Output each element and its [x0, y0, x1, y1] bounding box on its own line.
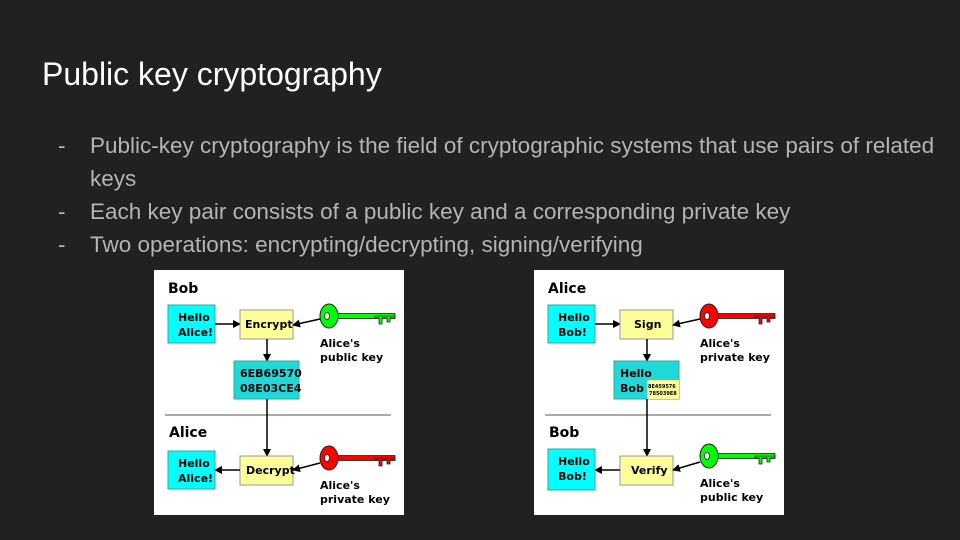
plaintext-line: Hello — [178, 311, 210, 324]
bullet-item: -Each key pair consists of a public key … — [58, 195, 938, 228]
arrow — [292, 318, 321, 328]
sender-label: Alice — [548, 281, 586, 297]
key-label: Alice's — [700, 477, 740, 490]
public-key-icon — [699, 443, 776, 469]
plaintext-box — [167, 450, 216, 490]
signed-line: Hello — [620, 367, 652, 380]
plaintext-line: Hello — [558, 311, 590, 324]
encrypt-label: Encrypt — [245, 318, 293, 331]
bullet-item: -Two operations: encrypting/decrypting, … — [58, 228, 938, 261]
sign-box — [619, 309, 674, 340]
signature-line: 8E459576 — [648, 384, 676, 390]
decrypt-label: Decrypt — [246, 464, 295, 477]
bullet-marker: - — [58, 199, 66, 224]
arrow — [672, 461, 701, 472]
receiver-label: Alice — [169, 425, 207, 441]
verify-label: Verify — [631, 464, 668, 477]
signing-diagram: Alice Hello Bob! Sign Alice's private ke… — [534, 270, 784, 515]
private-key-icon — [699, 303, 776, 329]
plaintext-line: Alice! — [178, 472, 213, 485]
plaintext-box — [547, 448, 596, 491]
sign-label: Sign — [634, 318, 661, 331]
plaintext-line: Bob! — [558, 470, 587, 483]
plaintext-box — [167, 304, 216, 344]
bullet-text: Public-key cryptography is the field of … — [90, 133, 935, 191]
receiver-label: Bob — [549, 425, 579, 441]
key-label: private key — [320, 493, 390, 506]
ciphertext-line: 6EB69570 — [240, 367, 302, 380]
ciphertext-line: 08E03CE4 — [240, 382, 302, 395]
verify-box — [619, 455, 674, 486]
public-key-icon — [319, 303, 396, 329]
bullet-item: -Public-key cryptography is the field of… — [58, 129, 938, 195]
key-label: Alice's — [700, 337, 740, 350]
sender-label: Bob — [168, 281, 198, 297]
key-label: public key — [700, 491, 763, 504]
key-label: public key — [320, 351, 383, 364]
bullet-text: Two operations: encrypting/decrypting, s… — [90, 232, 643, 257]
private-key-icon — [319, 445, 396, 471]
arrow — [672, 318, 701, 328]
key-label: private key — [700, 351, 770, 364]
key-label: Alice's — [320, 337, 360, 350]
slide-title: Public key cryptography — [42, 56, 382, 92]
bullet-marker: - — [58, 133, 66, 158]
bullet-marker: - — [58, 232, 66, 257]
signature-box — [647, 380, 679, 399]
plaintext-line: Hello — [558, 455, 590, 468]
bullet-text: Each key pair consists of a public key a… — [90, 199, 791, 224]
encryption-diagram: Bob Hello Alice! Encrypt Alice's public … — [154, 270, 404, 515]
encrypt-box — [239, 309, 294, 340]
arrow — [292, 462, 321, 473]
signed-line: Bob — [620, 382, 644, 395]
ciphertext-box — [233, 360, 300, 400]
bullet-list: -Public-key cryptography is the field of… — [58, 129, 938, 261]
plaintext-line: Hello — [178, 457, 210, 470]
plaintext-line: Bob! — [558, 326, 587, 339]
key-label: Alice's — [320, 479, 360, 492]
plaintext-line: Alice! — [178, 326, 213, 339]
signature-line: 785039E8 — [649, 391, 677, 397]
